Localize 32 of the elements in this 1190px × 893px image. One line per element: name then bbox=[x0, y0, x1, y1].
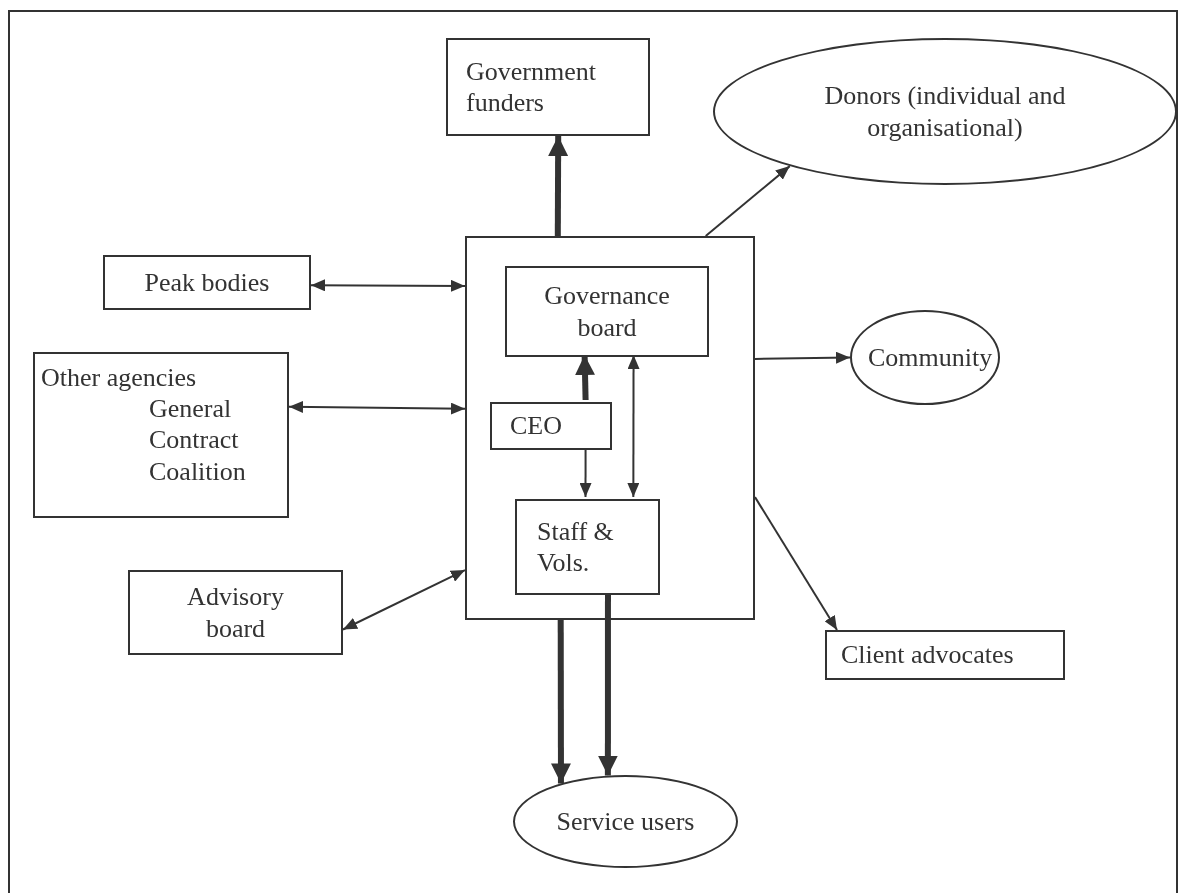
node-label: Staff & Vols. bbox=[537, 515, 615, 579]
text-box bbox=[446, 38, 650, 136]
arrow bbox=[704, 165, 791, 237]
text-box bbox=[128, 570, 343, 655]
node-label: Client advocates bbox=[841, 639, 1014, 671]
arrow bbox=[754, 496, 838, 631]
node-label: CEO bbox=[510, 410, 562, 442]
node-label: Service users bbox=[556, 805, 695, 838]
node-label: Coalition bbox=[148, 455, 246, 487]
arrow bbox=[288, 400, 466, 415]
text-box bbox=[505, 266, 709, 357]
text-box bbox=[490, 402, 612, 450]
arrow bbox=[310, 279, 466, 292]
arrow bbox=[550, 620, 571, 784]
arrow bbox=[342, 569, 466, 631]
text-box bbox=[825, 630, 1065, 680]
node-label: General bbox=[148, 393, 232, 425]
node-label: Governance board bbox=[544, 280, 670, 343]
arrow bbox=[754, 351, 851, 364]
arrow bbox=[548, 136, 569, 236]
node-label: Contract bbox=[148, 424, 239, 456]
text-box bbox=[103, 255, 311, 310]
arrow bbox=[597, 593, 618, 776]
node-label: Other agencies bbox=[41, 362, 197, 394]
node-label: Advisory board bbox=[186, 581, 285, 644]
node-label: Government funders bbox=[466, 55, 597, 119]
text-box bbox=[33, 352, 289, 518]
node-label: Peak bodies bbox=[144, 266, 270, 299]
node-label: Community bbox=[868, 341, 993, 374]
text-box bbox=[515, 499, 660, 595]
organisation-box bbox=[465, 236, 755, 620]
node-label: Donors (individual and organisational) bbox=[823, 80, 1067, 143]
